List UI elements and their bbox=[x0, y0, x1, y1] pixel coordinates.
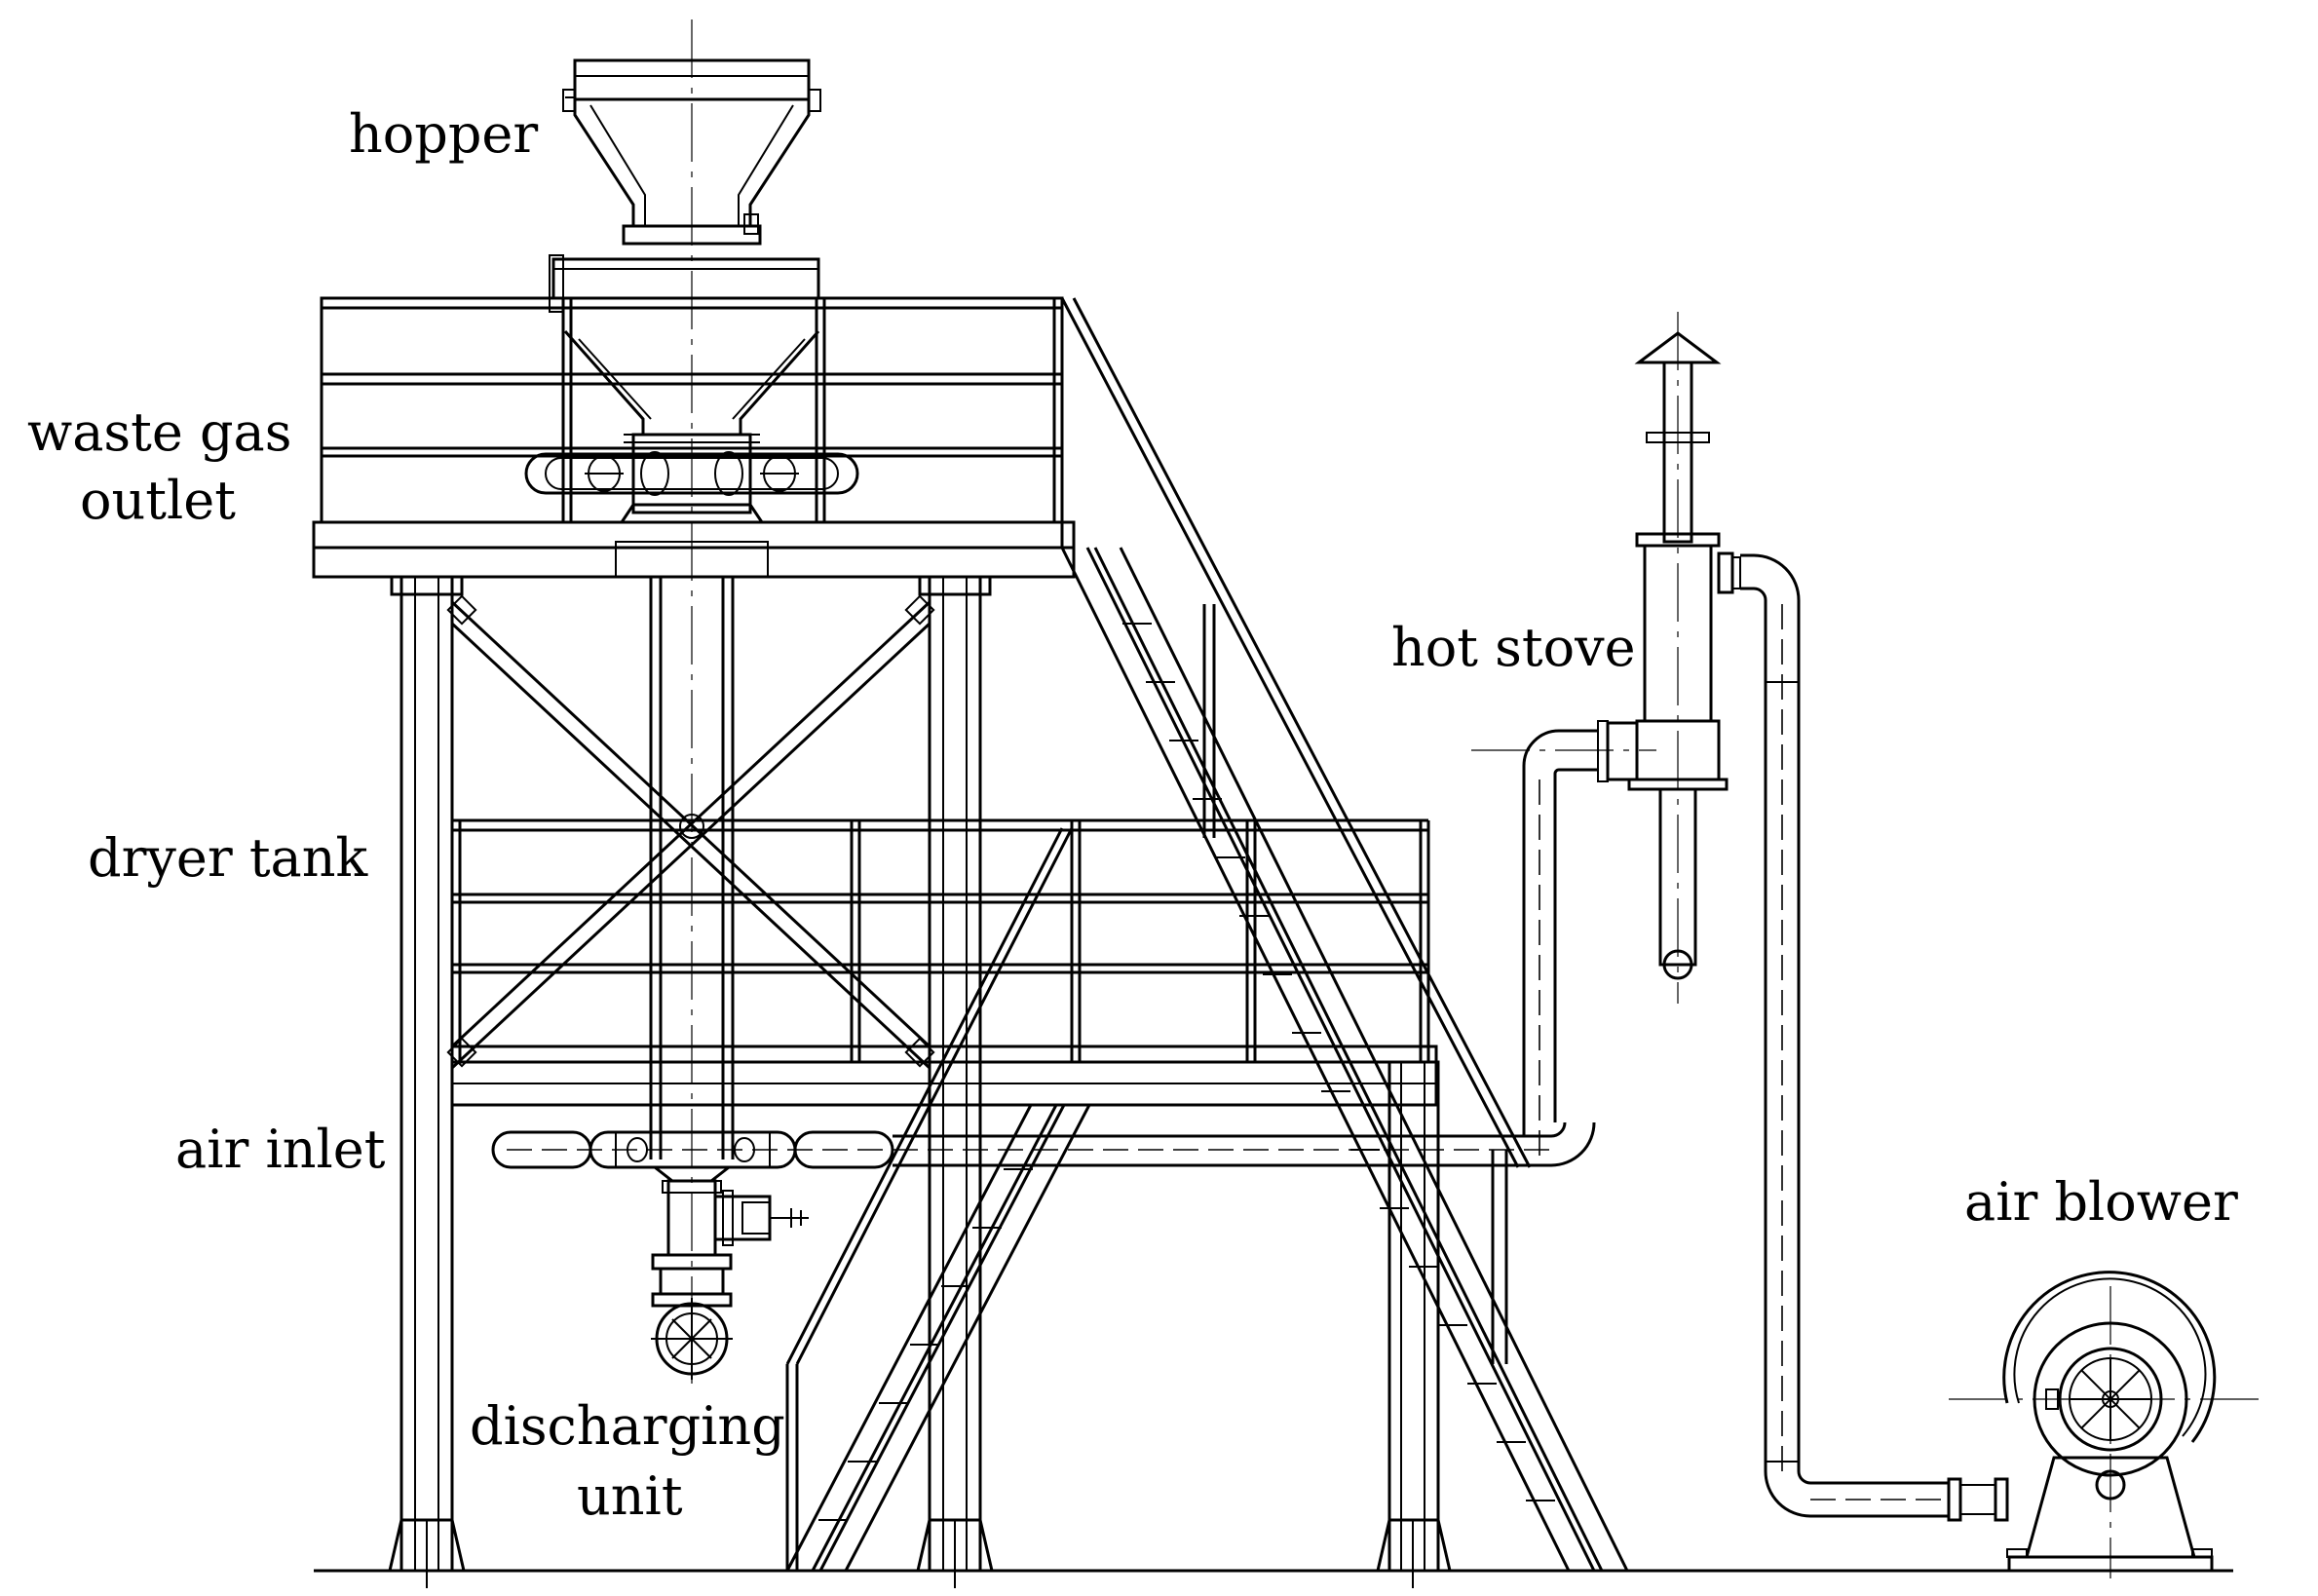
stairs bbox=[785, 297, 1629, 1572]
stair-steps bbox=[1122, 623, 1555, 1501]
dryer-upper-body bbox=[320, 254, 1064, 524]
blower-duct bbox=[1740, 553, 2009, 1522]
top-platform bbox=[312, 503, 1076, 579]
label-air-inlet: air inlet bbox=[175, 1119, 386, 1180]
labels: hopper waste gas outlet hot stove dryer … bbox=[27, 103, 2238, 1527]
discharging-unit bbox=[651, 1165, 809, 1380]
air-inlet-ring bbox=[491, 1121, 1596, 1169]
hopper bbox=[562, 58, 821, 246]
air-blower bbox=[1949, 1271, 2261, 1578]
label-hot-stove: hot stove bbox=[1391, 617, 1636, 678]
label-outlet: outlet bbox=[80, 470, 236, 531]
label-air-blower: air blower bbox=[1964, 1171, 2238, 1233]
label-unit: unit bbox=[577, 1465, 683, 1527]
label-discharging: discharging bbox=[470, 1395, 785, 1457]
hot-stove bbox=[1471, 312, 1741, 1159]
label-dryer-tank: dryer tank bbox=[88, 827, 368, 889]
label-hopper: hopper bbox=[349, 103, 538, 165]
lower-railing bbox=[450, 818, 1438, 1107]
label-waste-gas: waste gas bbox=[27, 401, 291, 463]
